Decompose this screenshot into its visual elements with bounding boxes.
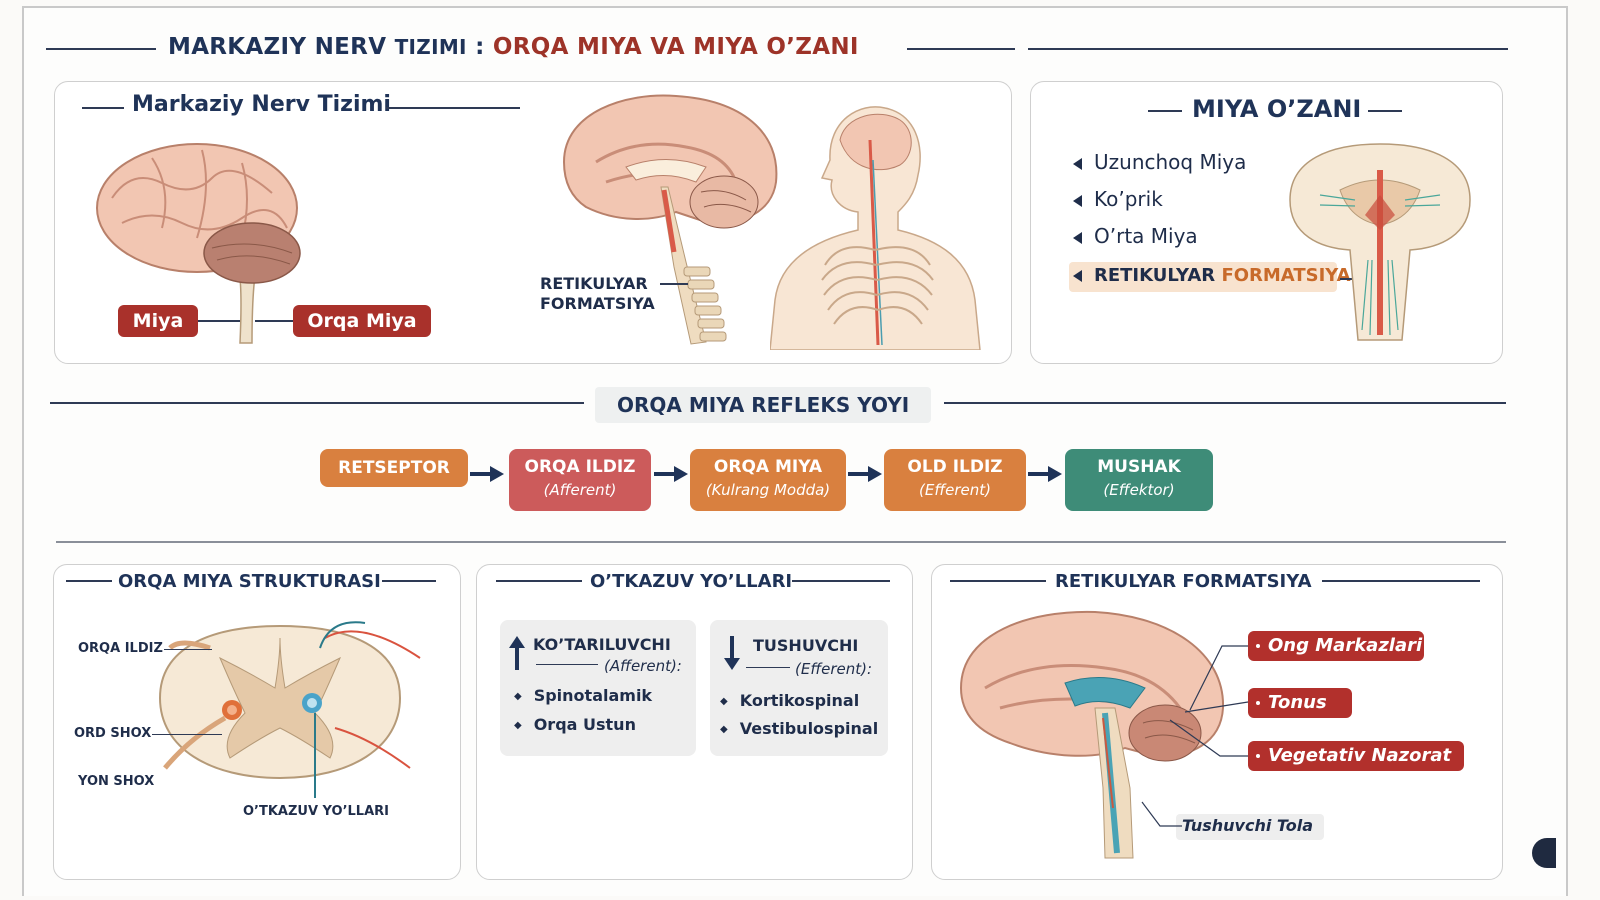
brain-sagittal-illustration bbox=[562, 94, 778, 345]
ascending-head: KO’TARILUVCHI bbox=[533, 635, 671, 654]
pathways-title-rule-right bbox=[792, 580, 890, 582]
arrow-right-icon bbox=[1028, 466, 1062, 482]
brainstem-item-medulla: Uzunchoq Miya bbox=[1073, 150, 1246, 174]
brainstem-crosssection-illustration bbox=[1289, 143, 1471, 341]
brainstem-item-reticular: RETIKULYAR FORMATSIYA bbox=[1073, 265, 1351, 286]
structure-label-anterior-horn: ORD SHOX bbox=[74, 726, 152, 741]
reflex-step-spinal-cord: ORQA MIYA(Kulrang Modda) bbox=[690, 449, 846, 511]
structure-label-lateral-horn: YON SHOX bbox=[78, 774, 155, 789]
arrow-down-icon bbox=[724, 636, 740, 670]
triangle-icon bbox=[1073, 270, 1082, 282]
triangle-icon bbox=[1073, 194, 1082, 207]
reticular-panel-title: RETIKULYAR FORMATSIYA bbox=[1055, 571, 1312, 592]
structure-panel-title: ORQA MIYA STRUKTURASI bbox=[118, 571, 381, 592]
page-nav-handle[interactable] bbox=[1532, 838, 1556, 868]
structure-title-rule-left bbox=[66, 580, 112, 582]
pathways-panel-title: O’TKAZUV YO’LLARI bbox=[590, 571, 793, 592]
fiber-leader bbox=[1141, 801, 1182, 827]
reflex-rule-left bbox=[50, 402, 584, 404]
tag-spinal-cord: Orqa Miya bbox=[293, 305, 431, 337]
tag-brain: Miya bbox=[118, 305, 198, 337]
arrow-right-icon bbox=[470, 466, 504, 482]
triangle-icon bbox=[1073, 157, 1082, 170]
reticular-title-rule-left bbox=[950, 580, 1046, 582]
reticular-brain-illustration bbox=[959, 610, 1225, 859]
structure-label-tracts: O’TKAZUV YO’LLARI bbox=[243, 804, 389, 819]
page-title: MARKAZIY NERV TIZIMI : ORQA MIYA VA MIYA… bbox=[168, 34, 859, 60]
arrow-up-icon bbox=[509, 636, 525, 670]
ascending-item: Spinotalamik bbox=[514, 686, 652, 705]
ascending-rule bbox=[536, 664, 598, 666]
cns-panel-title: Markaziy Nerv Tizimi bbox=[132, 92, 391, 117]
reticular-highlight-bg bbox=[1069, 262, 1337, 292]
human-torso-illustration bbox=[770, 106, 981, 350]
arrow-right-icon bbox=[654, 466, 688, 482]
reticular-leader bbox=[660, 283, 688, 285]
structure-title-rule-right bbox=[382, 580, 436, 582]
title-rule-left bbox=[46, 48, 156, 50]
reflex-section-title: ORQA MIYA REFLEKS YOYI bbox=[595, 387, 932, 423]
reflex-step-ventral-root: OLD ILDIZ(Efferent) bbox=[884, 449, 1026, 511]
anterior-horn-leader bbox=[152, 734, 222, 736]
fiber-label: Tushuvchi Tola bbox=[1182, 816, 1314, 835]
brain-side-illustration bbox=[96, 143, 301, 344]
dorsal-root-leader bbox=[164, 649, 212, 651]
reticular-tag-tonus: Tonus bbox=[1248, 688, 1352, 718]
ascending-sub: (Afferent): bbox=[604, 657, 682, 675]
reflex-step-dorsal-root: ORQA ILDIZ(Afferent) bbox=[509, 449, 651, 511]
pathways-title-rule-left bbox=[496, 580, 582, 582]
reticular-tag-consciousness: Ong Markazlari bbox=[1248, 631, 1424, 661]
descending-item: Vestibulospinal bbox=[720, 719, 878, 738]
reflex-rule-right bbox=[944, 402, 1506, 404]
brainstem-item-midbrain: O’rta Miya bbox=[1073, 224, 1198, 248]
fiber-label-bg bbox=[1176, 814, 1324, 840]
tag-brain-leader bbox=[198, 320, 240, 322]
reticular-label-line2: FORMATSIYA bbox=[540, 294, 655, 313]
brainstem-item-pons: Ko’prik bbox=[1073, 187, 1163, 211]
brainstem-panel-title: MIYA O’ZANI bbox=[1192, 95, 1362, 123]
descending-item: Kortikospinal bbox=[720, 691, 859, 710]
reticular-tag-vegetative: Vegetativ Nazorat bbox=[1248, 741, 1464, 771]
brainstem-title-rule-left bbox=[1148, 110, 1182, 112]
reticular-title-rule-right bbox=[1322, 580, 1480, 582]
reflex-step-muscle: MUSHAK(Effektor) bbox=[1065, 449, 1213, 511]
spinal-crosssection-illustration bbox=[158, 621, 421, 798]
triangle-icon bbox=[1073, 231, 1082, 244]
reflex-step-receptor: RETSEPTOR bbox=[320, 449, 468, 487]
ascending-item: Orqa Ustun bbox=[514, 715, 636, 734]
descending-sub: (Efferent): bbox=[795, 660, 873, 678]
reticular-leader-lines bbox=[1169, 645, 1249, 757]
descending-head: TUSHUVCHI bbox=[753, 636, 859, 655]
title-rule-mid bbox=[907, 48, 1015, 50]
title-rule-right bbox=[1028, 48, 1508, 50]
section-divider bbox=[56, 541, 1506, 543]
tag-spinal-leader bbox=[255, 320, 293, 322]
brainstem-title-rule-right bbox=[1368, 110, 1402, 112]
arrow-right-icon bbox=[848, 466, 882, 482]
cns-title-rule-right bbox=[386, 107, 520, 109]
cns-title-rule-left bbox=[82, 107, 124, 109]
descending-rule bbox=[746, 667, 790, 669]
structure-label-dorsal-root: ORQA ILDIZ bbox=[78, 641, 163, 656]
reticular-label-line1: RETIKULYAR bbox=[540, 274, 648, 293]
